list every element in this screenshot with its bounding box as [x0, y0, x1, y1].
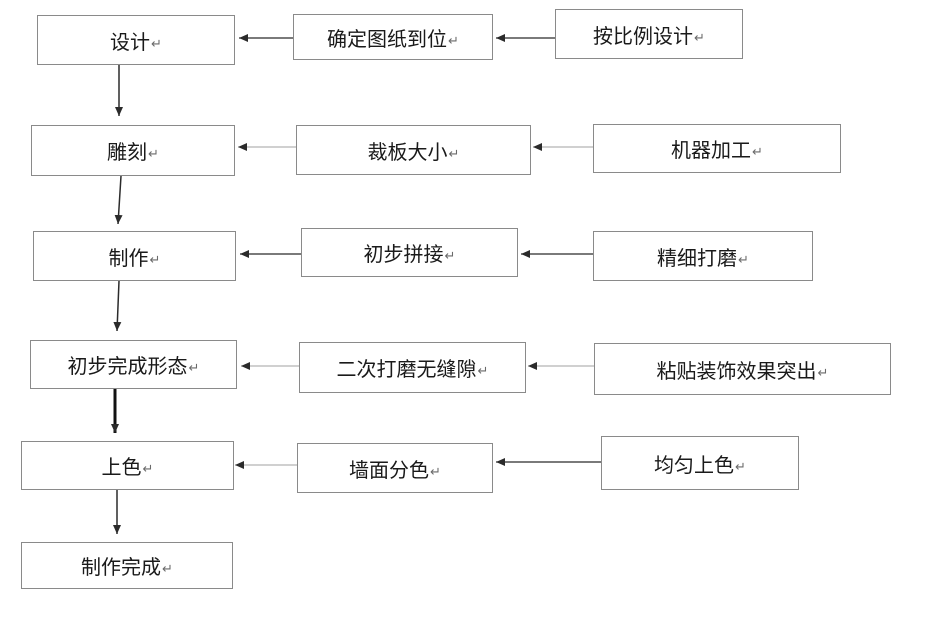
step-design-label: 设计	[110, 29, 151, 54]
input-cut-board-label: 裁板大小	[367, 139, 448, 164]
input-initial-splice-box: 初步拼接↵	[301, 228, 518, 277]
input-wall-color-split-label: 墙面分色	[349, 457, 430, 482]
input-drawing-ready-box: 确定图纸到位↵	[293, 14, 493, 60]
source-scale-design-label: 按比例设计	[593, 23, 694, 48]
input-drawing-ready-label: 确定图纸到位	[327, 26, 448, 51]
step-complete-box: 制作完成↵	[21, 542, 233, 589]
paragraph-mark-icon: ↵	[430, 464, 441, 480]
source-scale-design-box: 按比例设计↵	[555, 9, 743, 59]
paragraph-mark-icon: ↵	[448, 146, 460, 162]
paragraph-mark-icon: ↵	[817, 365, 829, 381]
paragraph-mark-icon: ↵	[188, 361, 200, 376]
paragraph-mark-icon: ↵	[151, 36, 162, 52]
step-design-box: 设计↵	[37, 15, 235, 65]
paragraph-mark-icon: ↵	[738, 252, 749, 268]
source-fine-polish-label: 精细打磨	[657, 245, 738, 270]
paragraph-mark-icon: ↵	[694, 30, 705, 46]
input-cut-board-box: 裁板大小↵	[296, 125, 531, 175]
step-carving-box: 雕刻↵	[31, 125, 235, 176]
flow-arrow-carving-to-making	[114, 175, 123, 225]
step-coloring-label: 上色	[101, 455, 142, 479]
flow-arrow-making-to-initial-form	[113, 280, 122, 332]
paragraph-mark-icon: ↵	[149, 252, 161, 268]
paragraph-mark-icon: ↵	[735, 459, 746, 475]
step-making-label: 制作	[108, 245, 149, 270]
paragraph-mark-icon: ↵	[162, 562, 173, 577]
paragraph-mark-icon: ↵	[752, 145, 763, 160]
source-fine-polish-box: 精细打磨↵	[593, 231, 813, 281]
source-even-coloring-box: 均匀上色↵	[601, 436, 799, 490]
paragraph-mark-icon: ↵	[148, 147, 159, 162]
source-decor-effect-box: 粘贴装饰效果突出↵	[594, 343, 891, 395]
step-carving-label: 雕刻	[107, 140, 148, 164]
source-decor-effect-label: 粘贴装饰效果突出	[656, 358, 817, 383]
input-second-polish-box: 二次打磨无缝隙↵	[299, 342, 526, 393]
source-even-coloring-label: 均匀上色	[654, 452, 735, 477]
step-complete-label: 制作完成	[81, 555, 162, 579]
paragraph-mark-icon: ↵	[444, 249, 456, 264]
step-initial-form-box: 初步完成形态↵	[30, 340, 237, 389]
input-second-polish-label: 二次打磨无缝隙	[336, 357, 477, 381]
paragraph-mark-icon: ↵	[448, 33, 459, 49]
input-initial-splice-label: 初步拼接	[363, 242, 444, 266]
source-machining-box: 机器加工↵	[593, 124, 841, 173]
step-initial-form-label: 初步完成形态	[67, 354, 188, 378]
paragraph-mark-icon: ↵	[142, 462, 154, 477]
source-machining-label: 机器加工	[671, 138, 752, 162]
input-wall-color-split-box: 墙面分色↵	[297, 443, 493, 493]
paragraph-mark-icon: ↵	[477, 364, 489, 379]
step-making-box: 制作↵	[33, 231, 236, 281]
step-coloring-box: 上色↵	[21, 441, 234, 490]
